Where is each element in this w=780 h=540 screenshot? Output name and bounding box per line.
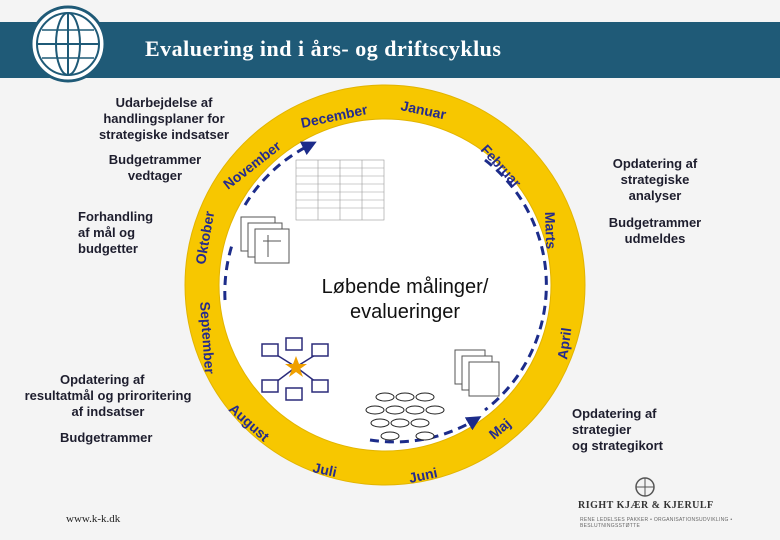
label-udarbejdelse: Udarbejdelse af handlingsplaner for stra… [84,95,244,143]
center-caption: Løbende målinger/ evalueringer [280,275,530,325]
document-stack-icon [455,350,499,396]
label-opdatering-resultatmaal: Opdatering af resultatmål og priroriteri… [18,372,198,420]
footer-url: www.k-k.dk [66,513,120,525]
label-opdatering-analyser: Opdatering af strategiske analyser [595,156,715,204]
label-budgetrammer-udmeldes: Budgetrammer udmeldes [595,215,715,247]
month-label: Marts [542,212,559,250]
label-opdatering-strategier: Opdatering af strategier og strategikort [572,406,692,454]
document-stack-icon [241,217,289,263]
brand-emblem-icon [634,476,656,498]
brand-tagline: RENE LEDELSES PAKKER • ORGANISATIONSUDVI… [580,517,780,529]
label-budgetrammer: Budgetrammer [60,430,152,446]
brand-name: RIGHT KJÆR & KJERULF [578,500,714,511]
label-forhandling: Forhandling af mål og budgetter [78,209,188,257]
table-thumbnail [296,160,384,220]
label-budgetrammer-vedtager: Budgetrammer vedtager [100,152,210,184]
